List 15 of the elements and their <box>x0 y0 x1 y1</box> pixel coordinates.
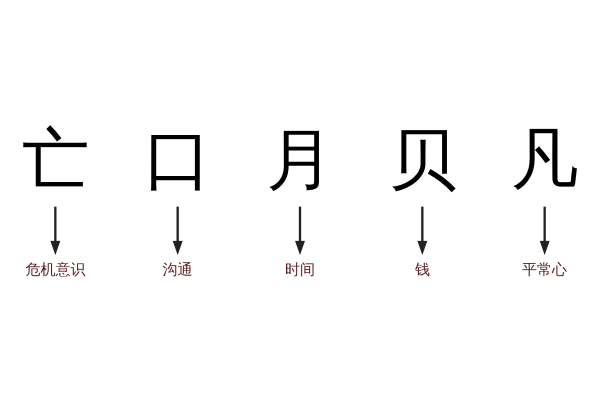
node-text: 平常心 <box>522 262 568 279</box>
node-text: 时间 <box>285 262 315 279</box>
node-text: 亡 <box>22 119 89 198</box>
node-text: 口 <box>144 119 212 198</box>
node-text: 凡 <box>511 119 578 198</box>
node-text: 危机意识 <box>25 262 86 279</box>
arrow <box>295 206 305 256</box>
arrow <box>417 206 428 256</box>
node-text: 钱 <box>414 262 430 279</box>
node-text: 贝 <box>388 119 456 198</box>
arrow <box>50 206 60 256</box>
node-text: 沟通 <box>162 262 193 279</box>
node-text: 月 <box>266 119 334 198</box>
arrow <box>172 206 183 256</box>
arrow <box>540 206 550 256</box>
